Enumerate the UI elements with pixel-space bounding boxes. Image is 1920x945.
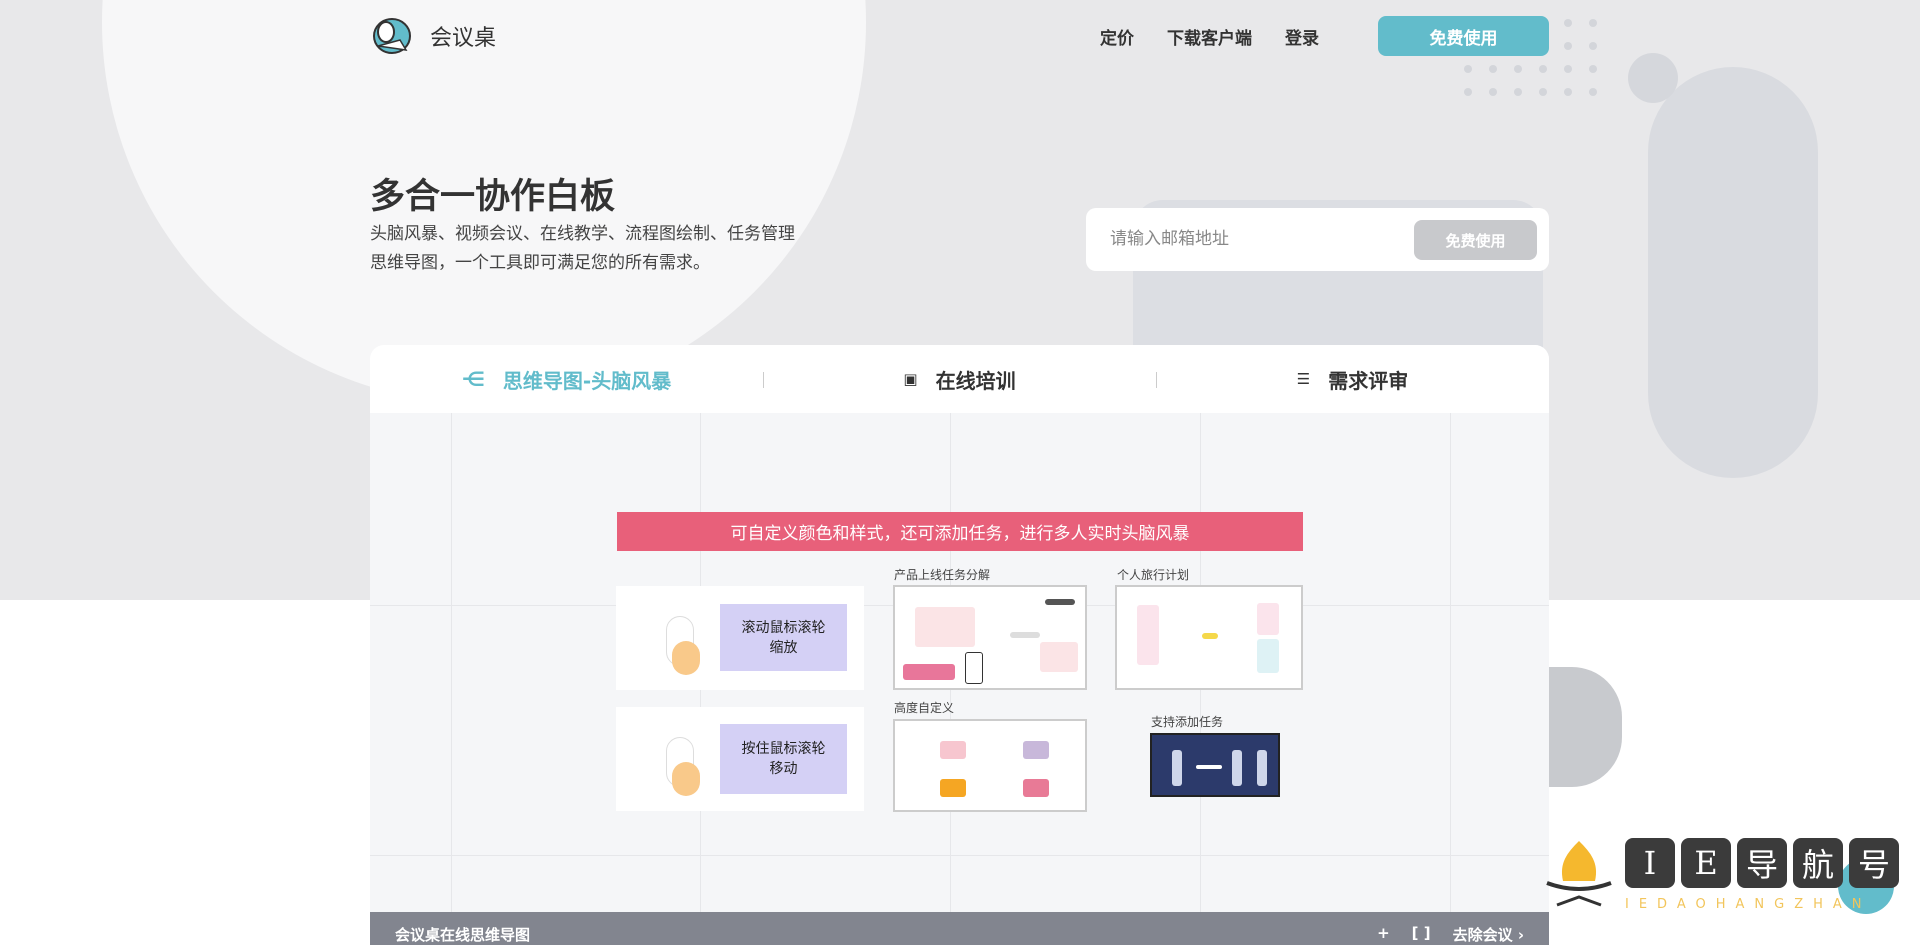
tab-training[interactable]: ▣ 在线培训 [763, 345, 1156, 413]
decor-dot [1628, 53, 1678, 103]
howto-label: 滚动鼠标滚轮 缩放 [720, 604, 847, 671]
signup-form: 免费使用 [1086, 208, 1549, 271]
howto-label: 按住鼠标滚轮 移动 [720, 724, 847, 794]
tab-bar: ⋲ 思维导图-头脑风暴 ▣ 在线培训 ☰ 需求评审 [370, 345, 1549, 413]
nav-pricing[interactable]: 定价 [1100, 28, 1134, 49]
zoom-in-button[interactable]: + [1377, 924, 1390, 942]
free-use-button[interactable]: 免费使用 [1378, 16, 1549, 56]
signup-button[interactable]: 免费使用 [1414, 220, 1537, 260]
howto-move: 按住鼠标滚轮 移动 [616, 707, 864, 811]
watermark-char: I [1625, 838, 1675, 888]
watermark-char: 号 [1849, 838, 1899, 888]
logo-icon [370, 16, 420, 56]
howto-zoom: 滚动鼠标滚轮 缩放 [616, 586, 864, 690]
watermark-logo: I E 导 航 号 IEDAOHANGZHAN [1537, 833, 1899, 923]
demo-card: ⋲ 思维导图-头脑风暴 ▣ 在线培训 ☰ 需求评审 可自定义颜色和样式，还可添加… [370, 345, 1549, 945]
nav-login[interactable]: 登录 [1285, 28, 1319, 49]
nav-download[interactable]: 下载客户端 [1167, 28, 1252, 49]
brand-name: 会议桌 [430, 26, 497, 51]
thumbnail-travel-plan[interactable] [1115, 585, 1303, 690]
email-input[interactable] [1110, 224, 1410, 254]
tab-label: 思维导图-头脑风暴 [502, 368, 672, 393]
thumb-label: 个人旅行计划 [1117, 568, 1190, 582]
mindmap-icon: ⋲ [461, 367, 485, 391]
tab-mindmap[interactable]: ⋲ 思维导图-头脑风暴 [370, 345, 763, 413]
bottom-toolbar: 会议桌在线思维导图 + [ ] 去除会议 › [370, 912, 1549, 945]
checklist-icon: ☰ [1296, 370, 1311, 388]
fullscreen-button[interactable]: [ ] [1411, 924, 1431, 942]
grid-line [451, 413, 452, 945]
logo[interactable]: 会议桌 [370, 16, 496, 56]
thumbnail-product-tasks[interactable] [893, 585, 1087, 690]
thumb-label: 支持添加任务 [1151, 715, 1224, 729]
grid-line [370, 855, 1549, 856]
watermark-char: 航 [1793, 838, 1843, 888]
decor-pill [1648, 67, 1818, 478]
subtitle-line: 头脑风暴、视频会议、在线教学、流程图绘制、任务管理 [370, 224, 795, 244]
board-title: 会议桌在线思维导图 [395, 926, 531, 944]
thumbnail-custom[interactable] [893, 719, 1087, 812]
top-nav: 定价 下载客户端 登录 免费使用 [1100, 16, 1549, 56]
hand-icon [672, 641, 700, 675]
subtitle-line: 思维导图，一个工具即可满足您的所有需求。 [370, 253, 710, 273]
presentation-icon: ▣ [903, 370, 918, 388]
tab-label: 需求评审 [1328, 368, 1409, 393]
watermark-char: E [1681, 838, 1731, 888]
thumb-label: 产品上线任务分解 [894, 568, 991, 582]
thumb-label: 高度自定义 [894, 701, 955, 715]
flame-handshake-icon [1546, 841, 1612, 907]
watermark-char: 导 [1737, 838, 1787, 888]
feature-banner: 可自定义颜色和样式，还可添加任务，进行多人实时头脑风暴 [617, 512, 1303, 551]
watermark-sub: IEDAOHANGZHAN [1625, 897, 1872, 912]
tab-review[interactable]: ☰ 需求评审 [1156, 345, 1549, 413]
hero-subtitle: 头脑风暴、视频会议、在线教学、流程图绘制、任务管理 思维导图，一个工具即可满足您… [370, 220, 795, 278]
go-meeting-link[interactable]: 去除会议 › [1452, 926, 1524, 944]
tab-label: 在线培训 [935, 368, 1016, 393]
hand-icon [672, 762, 700, 796]
thumbnail-tasks[interactable] [1150, 733, 1280, 797]
page-title: 多合一协作白板 [370, 177, 616, 217]
grid-line [1450, 413, 1451, 945]
